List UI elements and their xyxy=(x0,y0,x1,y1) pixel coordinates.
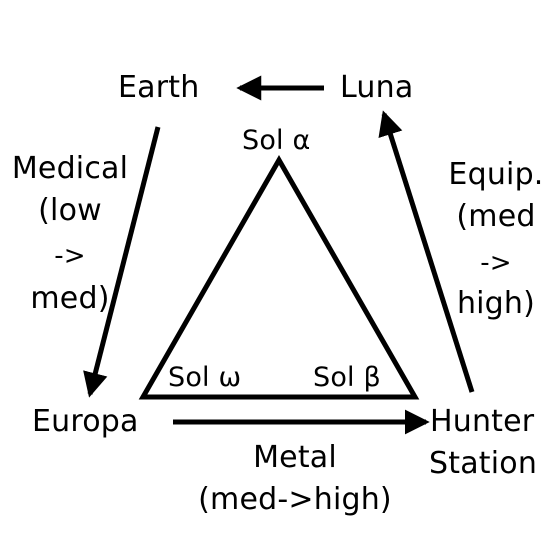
triangle-label-sol-omega: Sol ω xyxy=(168,362,242,393)
node-hunter-line-2: Station xyxy=(429,446,538,481)
edge-label-medical-line-1: Medical xyxy=(11,151,129,186)
node-europa: Europa xyxy=(32,404,139,439)
edge-label-medical-line-2: (low xyxy=(38,193,102,228)
arrow-earth-to-europa xyxy=(83,126,161,398)
edge-label-metal-line-2: (med->high) xyxy=(198,482,392,517)
arrow-hunter-to-luna xyxy=(378,110,475,393)
node-hunter-line-1: Hunter xyxy=(430,404,535,439)
triangle-label-sol-beta: Sol β xyxy=(313,362,381,393)
sol-triangle xyxy=(138,154,420,400)
edge-label-equip-line-2: (med xyxy=(456,199,536,234)
node-earth: Earth xyxy=(118,70,200,105)
edge-label-metal-line-1: Metal xyxy=(253,440,337,475)
edge-label-equip-line-1: Equip. xyxy=(448,157,544,192)
triangle-label-sol-alpha: Sol α xyxy=(242,125,311,156)
edge-label-medical-line-4: med) xyxy=(30,281,110,316)
edge-label-medical-line-3: -> xyxy=(54,241,86,271)
node-luna: Luna xyxy=(340,70,414,105)
edge-label-equip-line-3: -> xyxy=(480,248,512,278)
edge-label-equip-line-4: high) xyxy=(456,286,536,321)
